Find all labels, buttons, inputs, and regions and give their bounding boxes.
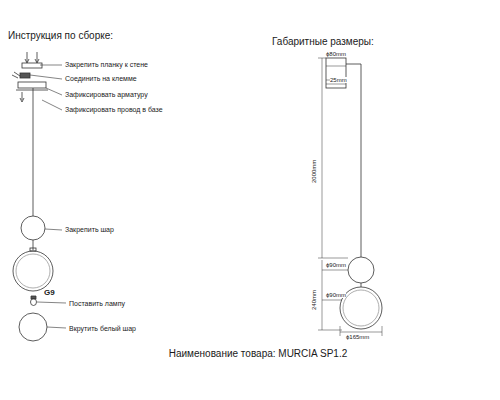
dimension-label: 240mm bbox=[311, 290, 317, 310]
instruction-step: Зафиксировать арматуру bbox=[65, 91, 148, 98]
product-caption: Наименование товара: MURCIA SP1.2 bbox=[169, 349, 347, 359]
lamp-type: G9 bbox=[44, 289, 55, 297]
dimension-label: ϕ90mm bbox=[326, 292, 346, 298]
dimension-label: 25mm bbox=[330, 77, 347, 83]
instruction-step: Поставить лампу bbox=[69, 300, 125, 307]
instruction-step: Зафиксировать провод в базе bbox=[65, 106, 163, 113]
dimension-label: 2000mm bbox=[311, 160, 317, 183]
dimension-drawing bbox=[318, 58, 382, 336]
instruction-step: Закрепить планку к стене bbox=[65, 61, 148, 68]
section-heading: Габаритные размеры: bbox=[272, 37, 374, 47]
instruction-step: Закрепить шар bbox=[65, 226, 114, 233]
instruction-step: Соединить на клемме bbox=[65, 75, 137, 82]
assembly-drawing bbox=[12, 52, 66, 341]
section-heading: Инструкция по сборке: bbox=[8, 31, 113, 41]
dimension-label: ϕ165mm bbox=[346, 334, 369, 340]
instruction-step: Вкрутить белый шар bbox=[69, 325, 136, 332]
dimension-label: ϕ80mm bbox=[326, 51, 346, 57]
dimension-label: ϕ90mm bbox=[326, 262, 346, 268]
